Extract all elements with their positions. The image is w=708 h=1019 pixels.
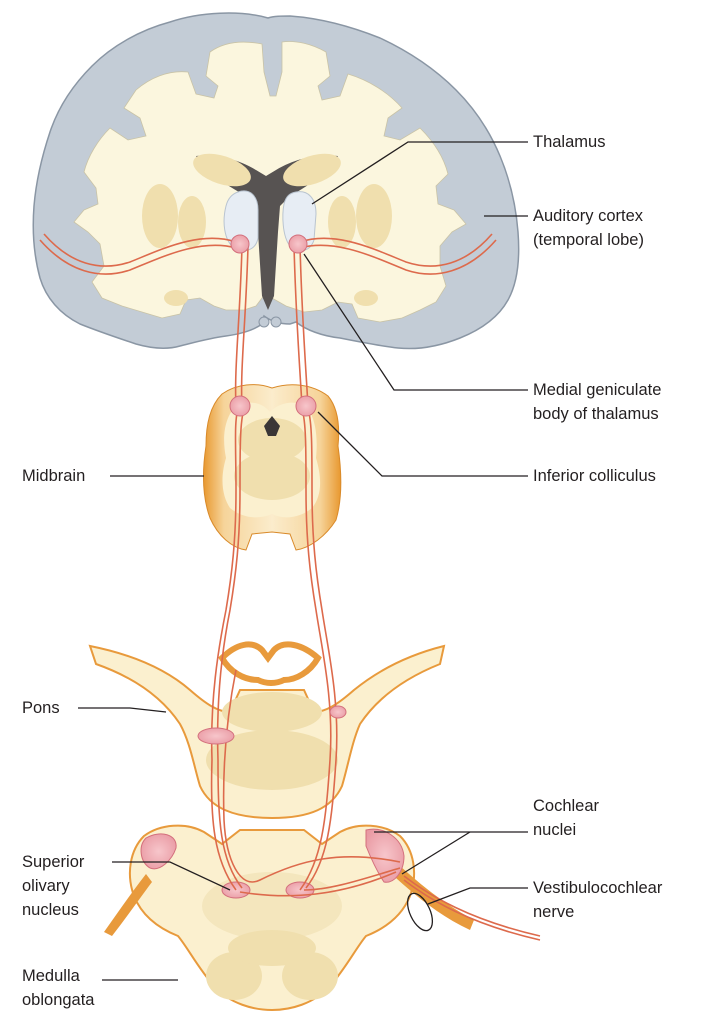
label-vestibulocochlear-line1: Vestibulocochlear (533, 878, 662, 899)
cerebrum-section (33, 13, 518, 348)
label-auditory-cortex-line2: (temporal lobe) (533, 230, 644, 251)
inferior-olive (228, 930, 316, 966)
label-auditory-cortex-line1: Auditory cortex (533, 206, 643, 227)
amygdala-left (164, 290, 188, 306)
label-midbrain: Midbrain (22, 466, 85, 487)
pons-nucleus-right (330, 706, 346, 718)
inferior-colliculus-right (296, 396, 316, 416)
label-medial-geniculate-line1: Medial geniculate (533, 380, 661, 401)
putamen-right (356, 184, 392, 248)
tegmentum (234, 452, 310, 500)
putamen-left (142, 184, 178, 248)
label-superior-olivary-line2: olivary (22, 876, 70, 897)
label-cochlear-line1: Cochlear (533, 796, 599, 817)
label-pons: Pons (22, 698, 60, 719)
medullary-center (202, 872, 342, 940)
inferior-colliculus-left (230, 396, 250, 416)
label-medulla-line1: Medulla (22, 966, 80, 987)
leader-pons (78, 708, 166, 712)
leader-inferior-colliculus (318, 412, 528, 476)
midbrain-section (203, 385, 340, 550)
label-thalamus: Thalamus (533, 132, 605, 153)
mammillary-right (271, 317, 281, 327)
pons-nucleus-left (198, 728, 234, 744)
fourth-ventricle-pons (222, 644, 318, 683)
medulla-section (104, 826, 474, 1010)
pons-section (90, 644, 444, 818)
mammillary-left (259, 317, 269, 327)
label-superior-olivary-line1: Superior (22, 852, 84, 873)
label-medial-geniculate-line2: body of thalamus (533, 404, 659, 425)
amygdala-right (354, 290, 378, 306)
label-vestibulocochlear-line2: nerve (533, 902, 574, 923)
label-superior-olivary-line3: nucleus (22, 900, 79, 921)
label-medulla-line2: oblongata (22, 990, 95, 1011)
medial-geniculate-right (289, 235, 307, 253)
leader-cochlear-right (402, 832, 470, 874)
cochlear-nerve-fiber (404, 876, 540, 936)
medial-geniculate-left (231, 235, 249, 253)
label-inferior-colliculus: Inferior colliculus (533, 466, 656, 487)
pontine-tegmentum (222, 692, 322, 732)
label-cochlear-line2: nuclei (533, 820, 576, 841)
